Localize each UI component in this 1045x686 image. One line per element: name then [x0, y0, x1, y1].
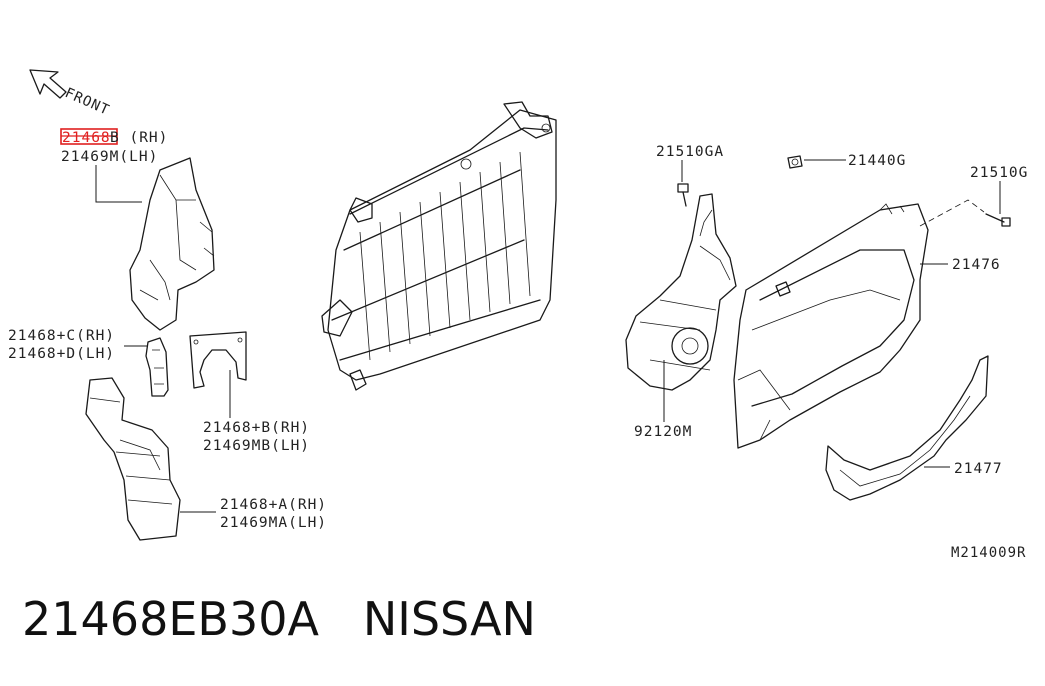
parts-diagram: FRONT 21468 B (RH) 21469M(LH) 21468+C(RH…	[8, 69, 1028, 561]
label-92120m: 92120M	[634, 424, 692, 440]
caption: 21468EB30A NISSAN	[22, 596, 536, 642]
label-21468-rh-highlight: 21468	[62, 130, 111, 146]
label-21468b-rh: 21468+B(RH)	[203, 420, 310, 436]
upper-air-guide	[129, 157, 215, 331]
label-21510g: 21510G	[970, 165, 1028, 181]
small-bracket	[145, 337, 169, 397]
label-21469ma-lh: 21469MA(LH)	[220, 515, 327, 531]
fan-motor-assembly	[625, 193, 737, 391]
label-21468a-rh: 21468+A(RH)	[220, 497, 327, 513]
label-21440g: 21440G	[848, 153, 906, 169]
label-21469mb-lh: 21469MB(LH)	[203, 438, 310, 454]
bolt-21510ga-icon	[677, 183, 689, 207]
lower-shroud	[825, 355, 989, 501]
label-21510ga: 21510GA	[656, 144, 724, 160]
seal-plate	[189, 331, 247, 389]
label-21468-rh-suffix: B (RH)	[110, 130, 168, 146]
radiator	[321, 101, 557, 391]
lower-air-guide	[85, 377, 181, 541]
label-21476: 21476	[952, 257, 1001, 273]
fan-shroud	[733, 203, 929, 449]
label-21468c-rh: 21468+C(RH)	[8, 328, 115, 344]
front-label: FRONT	[62, 85, 112, 119]
label-21468d-lh: 21468+D(LH)	[8, 346, 115, 362]
leader-21469m	[95, 165, 142, 203]
reference-code: M214009R	[951, 545, 1026, 561]
dash-link-21510g	[919, 199, 985, 227]
bolt-21510g-icon	[985, 213, 1011, 227]
front-arrow-icon	[29, 69, 67, 99]
caption-part-number: 21468EB30A	[22, 592, 319, 646]
label-21469m-lh: 21469M(LH)	[61, 149, 158, 165]
clip-21440g-icon	[787, 155, 803, 169]
label-21477: 21477	[954, 461, 1003, 477]
caption-brand: NISSAN	[362, 592, 536, 646]
